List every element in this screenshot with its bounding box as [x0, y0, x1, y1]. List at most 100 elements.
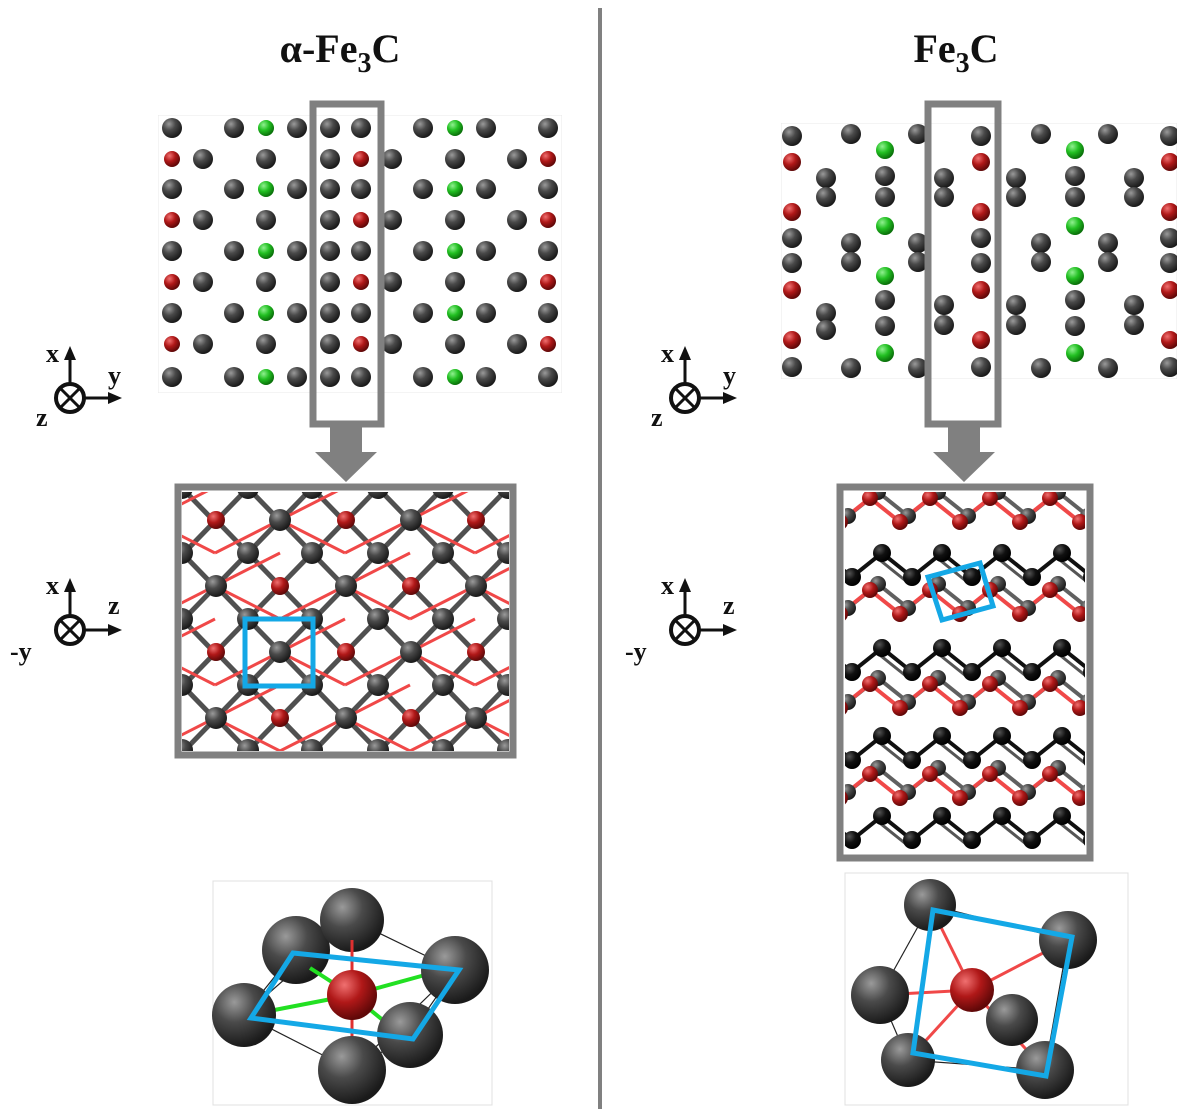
c-atom [802, 490, 818, 506]
bond [409, 617, 476, 654]
fe-atom [465, 444, 487, 466]
c-atom [1102, 766, 1118, 782]
fe-atom [993, 544, 1011, 562]
bond [810, 590, 840, 614]
fe-atom [903, 831, 921, 849]
bond [1092, 648, 1122, 672]
fe-atom [476, 367, 496, 387]
svg-text:y: y [108, 361, 121, 390]
c-atom [141, 577, 159, 595]
fe-atom [507, 210, 527, 230]
fe-atom [237, 492, 259, 499]
fe-atom [182, 492, 193, 499]
bond [474, 534, 509, 555]
left-top-lattice [158, 115, 562, 393]
fe-atom [904, 879, 956, 931]
bond [344, 716, 411, 751]
c-atom [952, 700, 968, 716]
bond [541, 783, 573, 816]
c-atom [467, 643, 485, 661]
fe-atom [1124, 295, 1144, 315]
bond [735, 520, 800, 553]
fe-atom [810, 576, 826, 592]
fe-atom [971, 228, 991, 248]
fe-atom [320, 118, 340, 138]
fe-atom [845, 663, 861, 681]
fe-atom [269, 509, 291, 531]
fe-atom [205, 707, 227, 729]
fe-atom [562, 477, 584, 499]
fe-atom [538, 179, 558, 199]
fe-atom [1083, 834, 1085, 846]
bond [541, 520, 573, 553]
fe-atom [538, 367, 558, 387]
svg-text:z: z [651, 403, 663, 432]
fe-atom [841, 358, 861, 378]
fe-atom [182, 674, 193, 696]
fe-atom [1113, 639, 1131, 657]
fe-atom [413, 241, 433, 261]
bond [409, 492, 469, 522]
bond [279, 584, 346, 621]
bond [541, 553, 573, 586]
fe-atom [971, 253, 991, 273]
fe-atom [182, 542, 193, 564]
bond [411, 783, 443, 816]
fe-atom [367, 492, 389, 499]
c-atom [1072, 606, 1085, 622]
bond [184, 783, 216, 816]
c-atom [845, 701, 848, 715]
c-atom [1161, 281, 1177, 299]
c-atom [892, 700, 908, 716]
fe-atom [845, 568, 861, 586]
bond [279, 492, 339, 522]
fe-atom [1124, 187, 1144, 207]
c-atom [402, 709, 420, 727]
fe-atom [162, 118, 182, 138]
fe-atom [320, 210, 340, 230]
fe-atom [903, 568, 921, 586]
fe-atom [237, 542, 259, 564]
bond [85, 685, 150, 718]
bond [444, 783, 476, 816]
fe-atom [1160, 253, 1177, 273]
fe-atom [320, 241, 340, 261]
fe-atom [445, 334, 465, 354]
fe-atom [845, 751, 861, 769]
fe-atom [320, 367, 340, 387]
fe-atom [530, 509, 552, 531]
fe-atom [963, 568, 981, 586]
bond [474, 716, 509, 737]
fe-atom [933, 639, 951, 657]
bond [1125, 718, 1177, 751]
fe-atom [465, 575, 487, 597]
c-atom [972, 203, 990, 221]
c-atom-green [258, 120, 274, 136]
c-atom [1161, 331, 1177, 349]
fe-atom [881, 1033, 935, 1087]
c-atom [845, 607, 848, 621]
svg-text:x: x [46, 571, 59, 600]
fe-atom [933, 727, 951, 745]
fe-atom [256, 272, 276, 292]
bond [0, 718, 20, 751]
fe-atom [262, 916, 330, 984]
c-atom [802, 676, 818, 692]
c-atom [402, 446, 420, 464]
fe-atom [1113, 807, 1131, 825]
fe-atom [351, 303, 371, 323]
bond [541, 586, 573, 619]
bond [540, 652, 605, 685]
bond [541, 488, 573, 521]
fe-atom [205, 444, 227, 466]
bond [20, 487, 85, 520]
c-atom [1161, 153, 1177, 171]
fe-atom [212, 983, 276, 1047]
bond [541, 652, 573, 685]
fe-atom [875, 290, 895, 310]
c-atom-green [876, 217, 894, 235]
fe-atom [1031, 358, 1051, 378]
fe-atom [1031, 233, 1051, 253]
fe-atom [320, 149, 340, 169]
c-atom [922, 676, 938, 692]
